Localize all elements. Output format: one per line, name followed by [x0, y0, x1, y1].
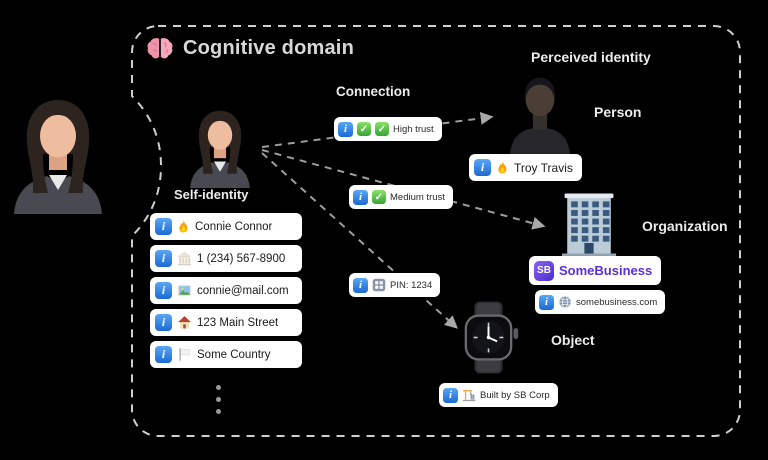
keypad-icon — [372, 278, 386, 292]
info-icon: i — [155, 282, 172, 299]
organization-name-badge: SB SomeBusiness — [529, 256, 662, 285]
info-icon: i — [155, 250, 172, 267]
perceived-person-avatar — [504, 74, 576, 159]
info-icon: i — [353, 277, 368, 293]
identity-attribute-country: i Some Country — [150, 341, 302, 368]
diagram-header: Cognitive domain — [146, 36, 354, 61]
object-label: Object — [551, 332, 595, 348]
attribute-text: Some Country — [197, 348, 271, 361]
attribute-text: 1 (234) 567-8900 — [197, 252, 286, 265]
external-person-avatar — [8, 96, 108, 219]
photo-icon — [177, 283, 192, 298]
brain-icon — [146, 36, 174, 61]
info-icon: i — [155, 346, 172, 363]
object-watch — [457, 300, 520, 380]
trust-level-text: Medium trust — [390, 191, 445, 203]
house-icon — [177, 315, 192, 330]
pin-text: PIN: 1234 — [390, 279, 433, 291]
info-icon: i — [539, 294, 554, 310]
identity-attribute-phone: i 1 (234) 567-8900 — [150, 245, 302, 272]
person-name-badge: i Troy Travis — [469, 154, 582, 181]
organization-website-text: somebusiness.com — [576, 296, 658, 308]
trust-badge-high: i ✓ ✓ High trust — [334, 117, 442, 141]
pin-badge: i PIN: 1234 — [349, 273, 441, 297]
arrow-to-object — [261, 152, 458, 329]
more-attributes-ellipsis — [216, 385, 221, 414]
organization-name-text: SomeBusiness — [559, 263, 653, 278]
diagram-title: Cognitive domain — [183, 37, 354, 59]
self-identity-label: Self-identity — [174, 187, 249, 202]
info-icon: i — [155, 314, 172, 331]
check-icon: ✓ — [372, 190, 386, 204]
identity-attribute-email: i connie@mail.com — [150, 277, 302, 304]
person-label: Person — [594, 104, 642, 120]
perceived-identity-label: Perceived identity — [531, 49, 651, 65]
info-icon: i — [353, 189, 368, 205]
person-name-text: Troy Travis — [514, 160, 573, 175]
connection-label: Connection — [336, 84, 411, 99]
bank-icon — [177, 251, 192, 266]
organization-label: Organization — [642, 218, 728, 234]
check-icon: ✓ — [375, 122, 389, 136]
info-icon: i — [338, 121, 353, 137]
organization-website-badge: i somebusiness.com — [535, 290, 666, 314]
self-identity-avatar — [186, 108, 254, 193]
organization-building — [556, 190, 622, 264]
object-builder-text: Built by SB Corp — [480, 389, 550, 401]
globe-icon — [558, 295, 572, 309]
attribute-text: connie@mail.com — [197, 284, 289, 297]
flame-icon — [496, 160, 509, 175]
trust-level-text: High trust — [393, 123, 434, 135]
flame-icon — [177, 219, 190, 234]
info-icon: i — [155, 218, 172, 235]
check-icon: ✓ — [357, 122, 371, 136]
attribute-text: Connie Connor — [195, 220, 273, 233]
object-builder-badge: i Built by SB Corp — [439, 383, 558, 407]
somebusiness-logo: SB — [534, 260, 554, 281]
identity-attribute-address: i 123 Main Street — [150, 309, 302, 336]
info-icon: i — [474, 159, 491, 176]
identity-attribute-name: i Connie Connor — [150, 213, 302, 240]
crane-icon — [462, 388, 476, 402]
info-icon: i — [443, 387, 458, 403]
flag-icon — [177, 347, 192, 362]
trust-badge-medium: i ✓ Medium trust — [349, 185, 453, 209]
attribute-text: 123 Main Street — [197, 316, 279, 329]
identity-attribute-list: i Connie Connor i — [150, 213, 302, 373]
